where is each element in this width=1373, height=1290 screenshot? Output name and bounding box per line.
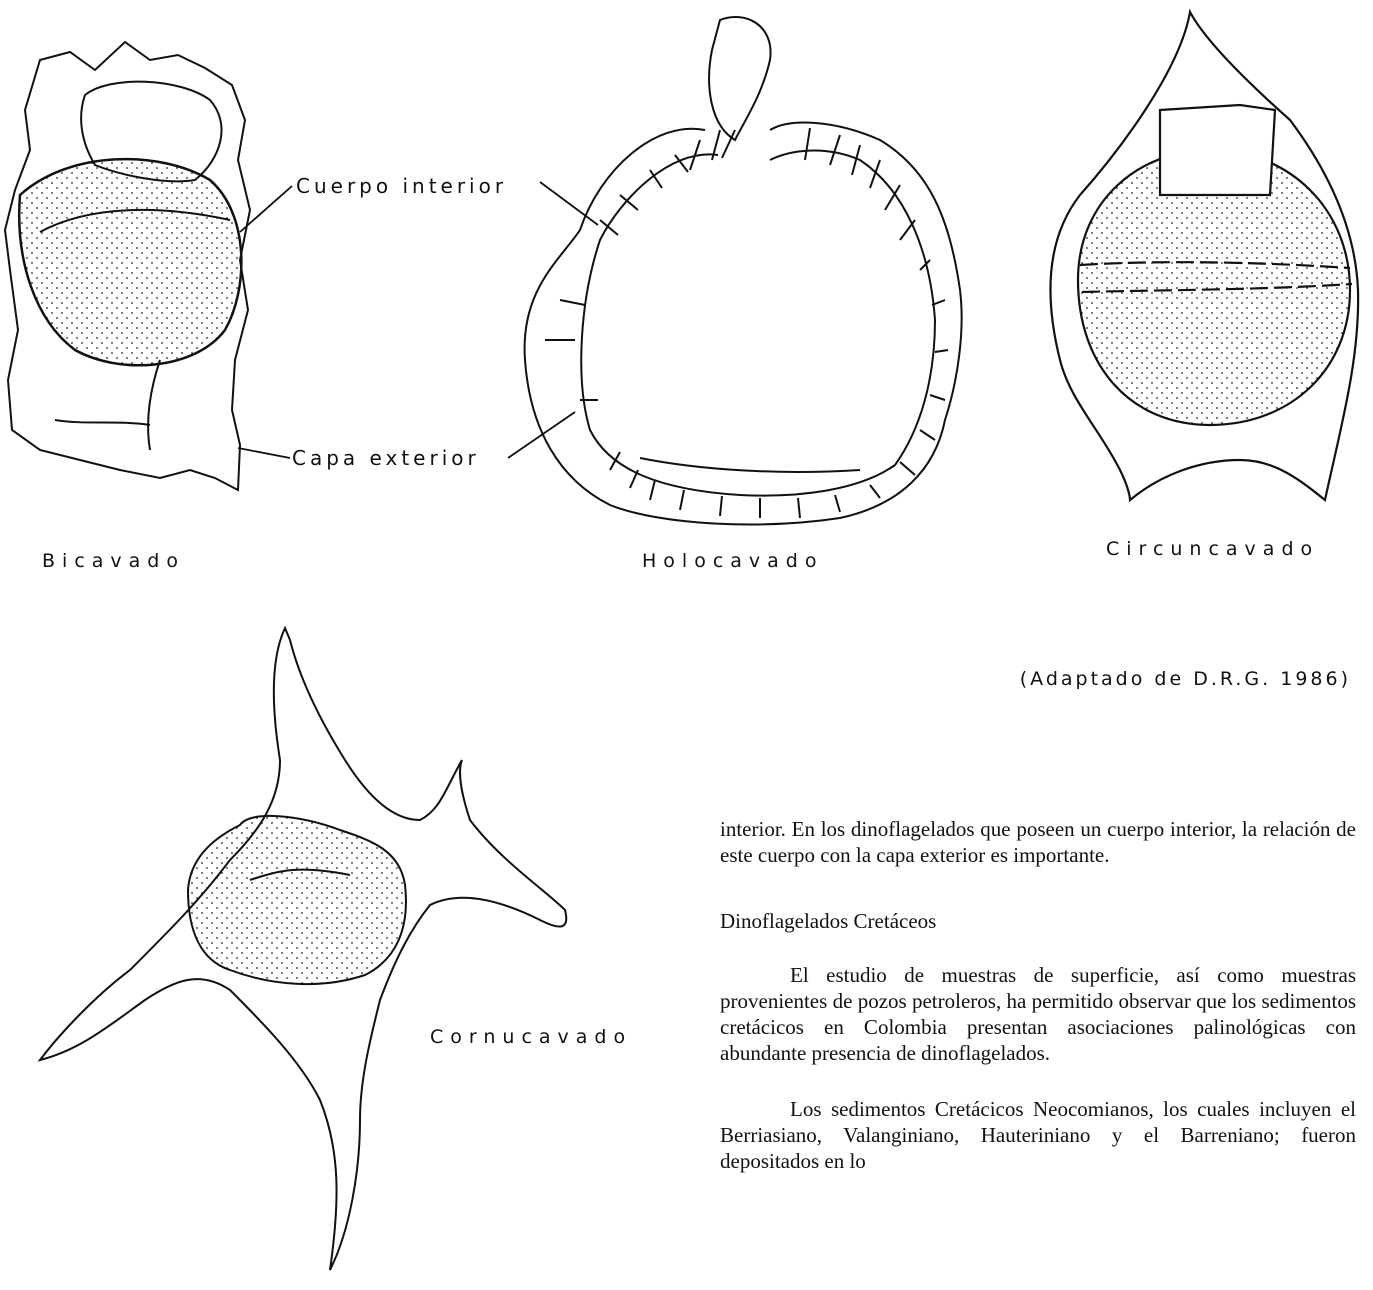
inner-body-pointer-right [540,182,598,225]
caption-circuncavado: Circuncavado [1106,538,1319,560]
outer-layer-label: Capa exterior [292,446,480,470]
circuncavado-drawing [1050,12,1358,500]
body-text: interior. En los dinoflagelados que pose… [720,816,1356,1204]
holocavado-drawing [525,17,962,524]
caption-holocavado: Holocavado [642,550,823,572]
paragraph-2: El estudio de muestras de superficie, as… [720,962,1356,1066]
paragraph-1: interior. En los dinoflagelados que pose… [720,816,1356,868]
cornucavado-drawing [40,628,566,1270]
paragraph-3: Los sedimentos Cretácicos Neocomianos, l… [720,1096,1356,1174]
inner-body-label: Cuerpo interior [296,174,507,198]
outer-layer-pointer-left [238,448,290,458]
figure-credit: (Adaptado de D.R.G. 1986) [1020,668,1351,690]
bicavado-drawing [5,42,250,490]
section-heading: Dinoflagelados Cretáceos [720,908,1356,934]
inner-body-pointer [240,186,292,232]
outer-layer-pointer-right [508,412,575,458]
caption-cornucavado: Cornucavado [430,1026,632,1048]
caption-bicavado: Bicavado [42,550,185,572]
